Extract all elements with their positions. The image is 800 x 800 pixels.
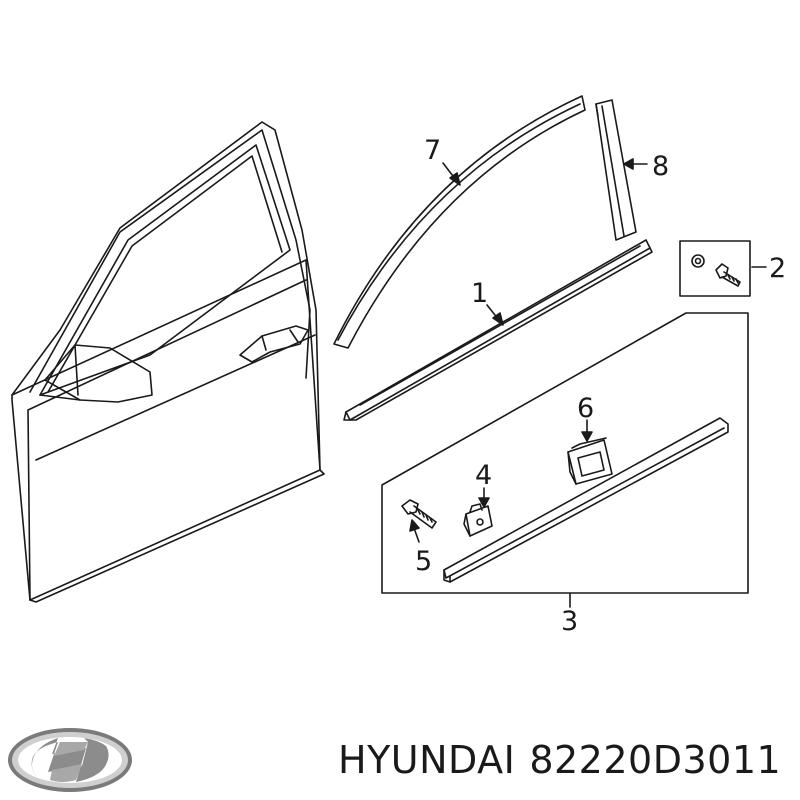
- part-3-assembly-box: [381, 312, 749, 594]
- part-3-door-molding-strip: [443, 417, 729, 583]
- brand-name: HYUNDAI: [338, 738, 516, 782]
- part-6-retainer-clip: [567, 437, 613, 485]
- front-door-illustration: [11, 121, 325, 603]
- leader-lines: [409, 158, 767, 608]
- callout-1: 1: [471, 278, 488, 309]
- callout-7: 7: [424, 135, 441, 166]
- hyundai-logo-icon: [8, 728, 132, 792]
- callout-8: 8: [652, 151, 669, 182]
- callout-6: 6: [577, 393, 594, 424]
- part-4-clip: [463, 503, 493, 537]
- callout-5: 5: [415, 546, 432, 577]
- callout-4: 4: [475, 460, 492, 491]
- part-1-beltline-weatherstrip: [343, 239, 653, 421]
- part-caption: HYUNDAI 82220D3011: [338, 738, 781, 782]
- part-8-pillar-garnish: [595, 99, 637, 241]
- part-5-bolt: [401, 499, 437, 529]
- callout-labels: 1 2 3 4 5 6 7 8: [415, 135, 786, 637]
- part-7-front-frame-molding: [333, 95, 586, 349]
- callout-3: 3: [561, 606, 578, 637]
- part-number: 82220D3011: [529, 738, 782, 782]
- callout-2: 2: [769, 253, 786, 284]
- part-2-screw-kit: [679, 240, 751, 297]
